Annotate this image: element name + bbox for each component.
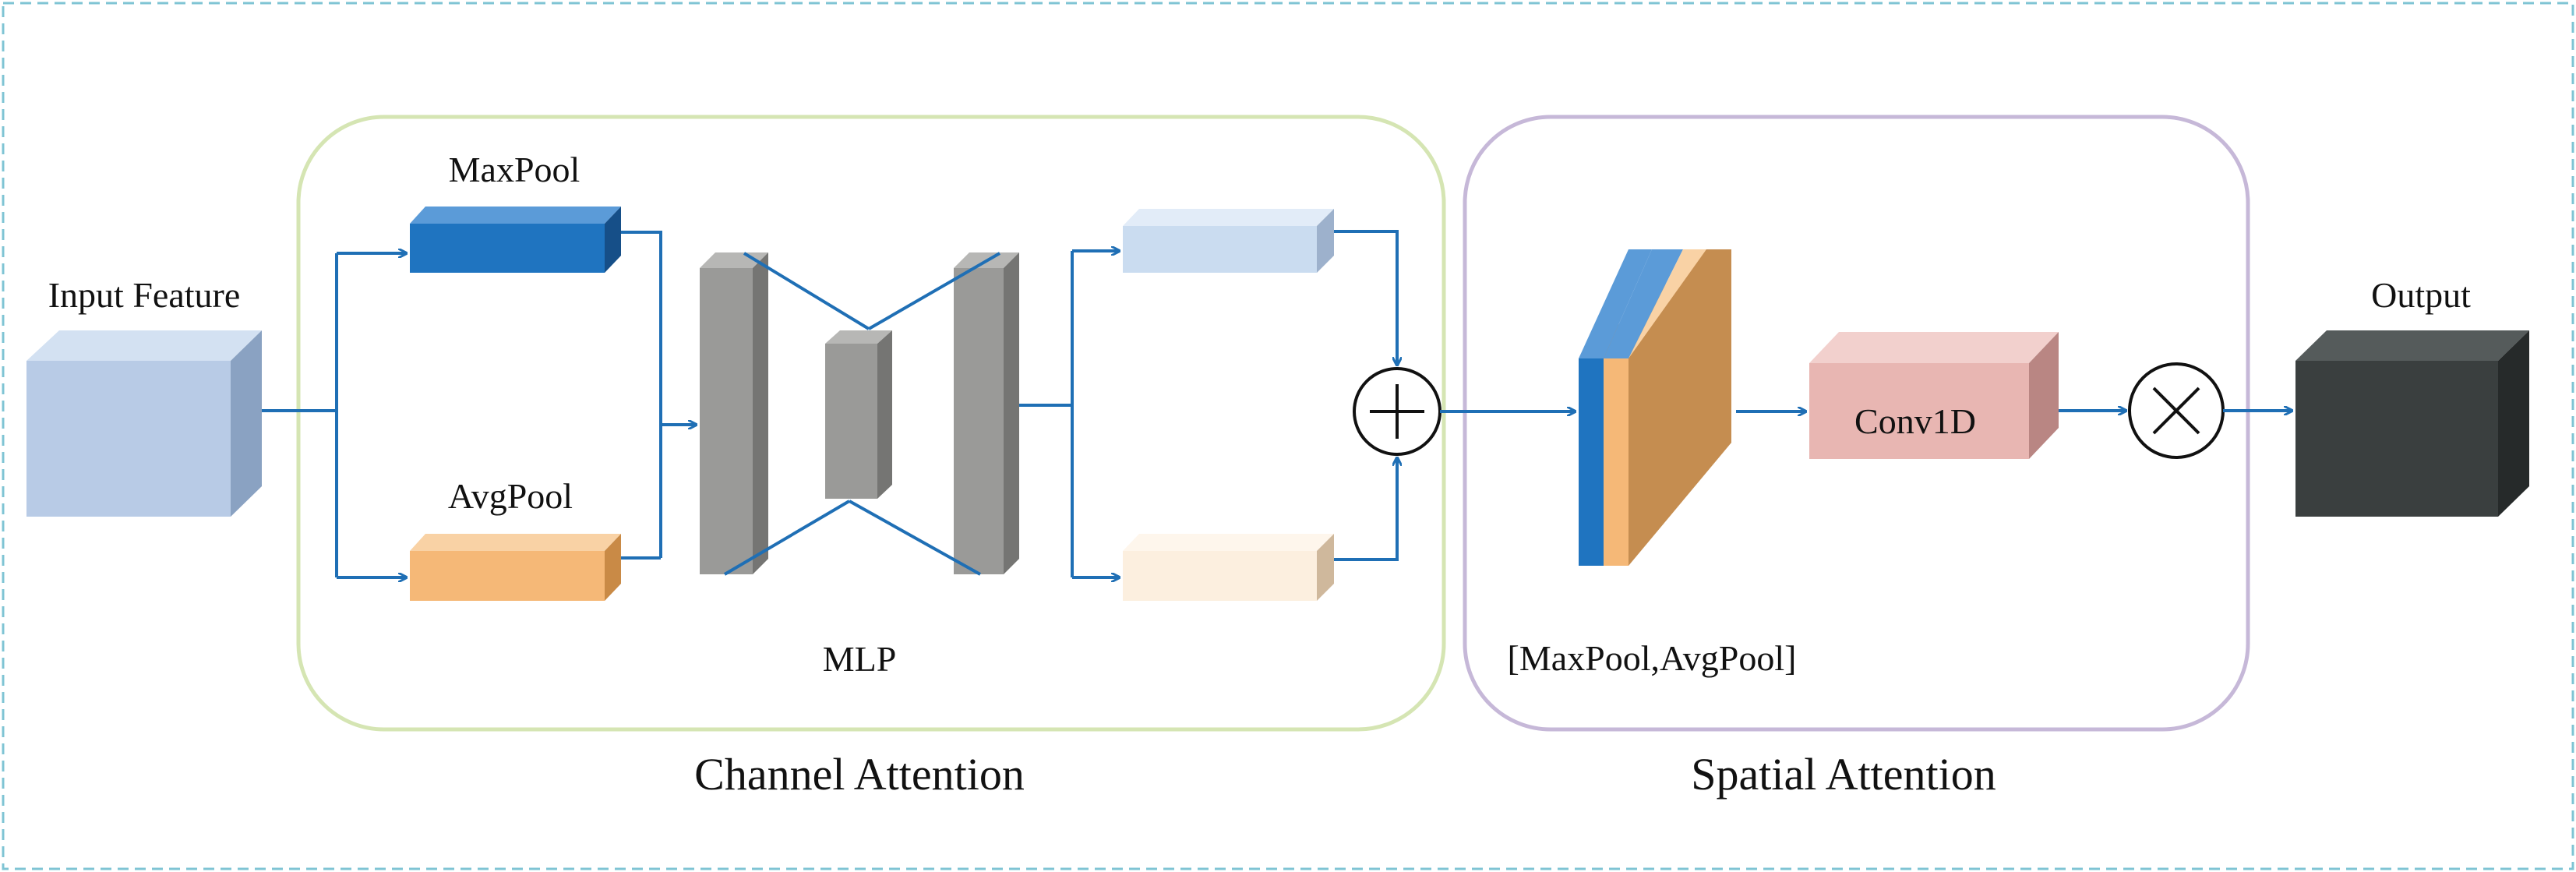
avgpool-bar bbox=[410, 534, 621, 601]
concat-feature-map bbox=[1579, 249, 1731, 566]
conv1d-block bbox=[1809, 332, 2059, 459]
spatial-attention-box bbox=[1463, 115, 2250, 732]
output-label: Output bbox=[2371, 275, 2471, 315]
mlp-layer-input bbox=[700, 252, 768, 574]
input-feature-cube bbox=[26, 330, 262, 517]
mlp-out-avg-bar bbox=[1123, 534, 1334, 601]
output-cube bbox=[2295, 330, 2529, 517]
connectors bbox=[262, 230, 2292, 577]
maxpool-label: MaxPool bbox=[449, 150, 580, 189]
channel-attention-label: Channel Attention bbox=[694, 749, 1025, 800]
input-feature-label: Input Feature bbox=[48, 275, 241, 315]
maxpool-bar bbox=[410, 207, 621, 273]
concat-label: [MaxPool,AvgPool] bbox=[1508, 638, 1797, 678]
mlp-layer-output bbox=[954, 252, 1019, 574]
mlp-out-max-bar bbox=[1123, 209, 1334, 273]
multiply-operator-icon bbox=[2128, 362, 2225, 459]
sum-operator-icon bbox=[1353, 367, 1442, 456]
mlp-connections bbox=[723, 252, 1001, 576]
avgpool-label: AvgPool bbox=[448, 476, 573, 516]
conv1d-label: Conv1D bbox=[1854, 401, 1976, 441]
mlp-label: MLP bbox=[823, 639, 897, 679]
channel-attention-box bbox=[296, 115, 1446, 732]
spatial-attention-label: Spatial Attention bbox=[1691, 749, 1996, 800]
mlp-layer-hidden bbox=[825, 330, 892, 499]
